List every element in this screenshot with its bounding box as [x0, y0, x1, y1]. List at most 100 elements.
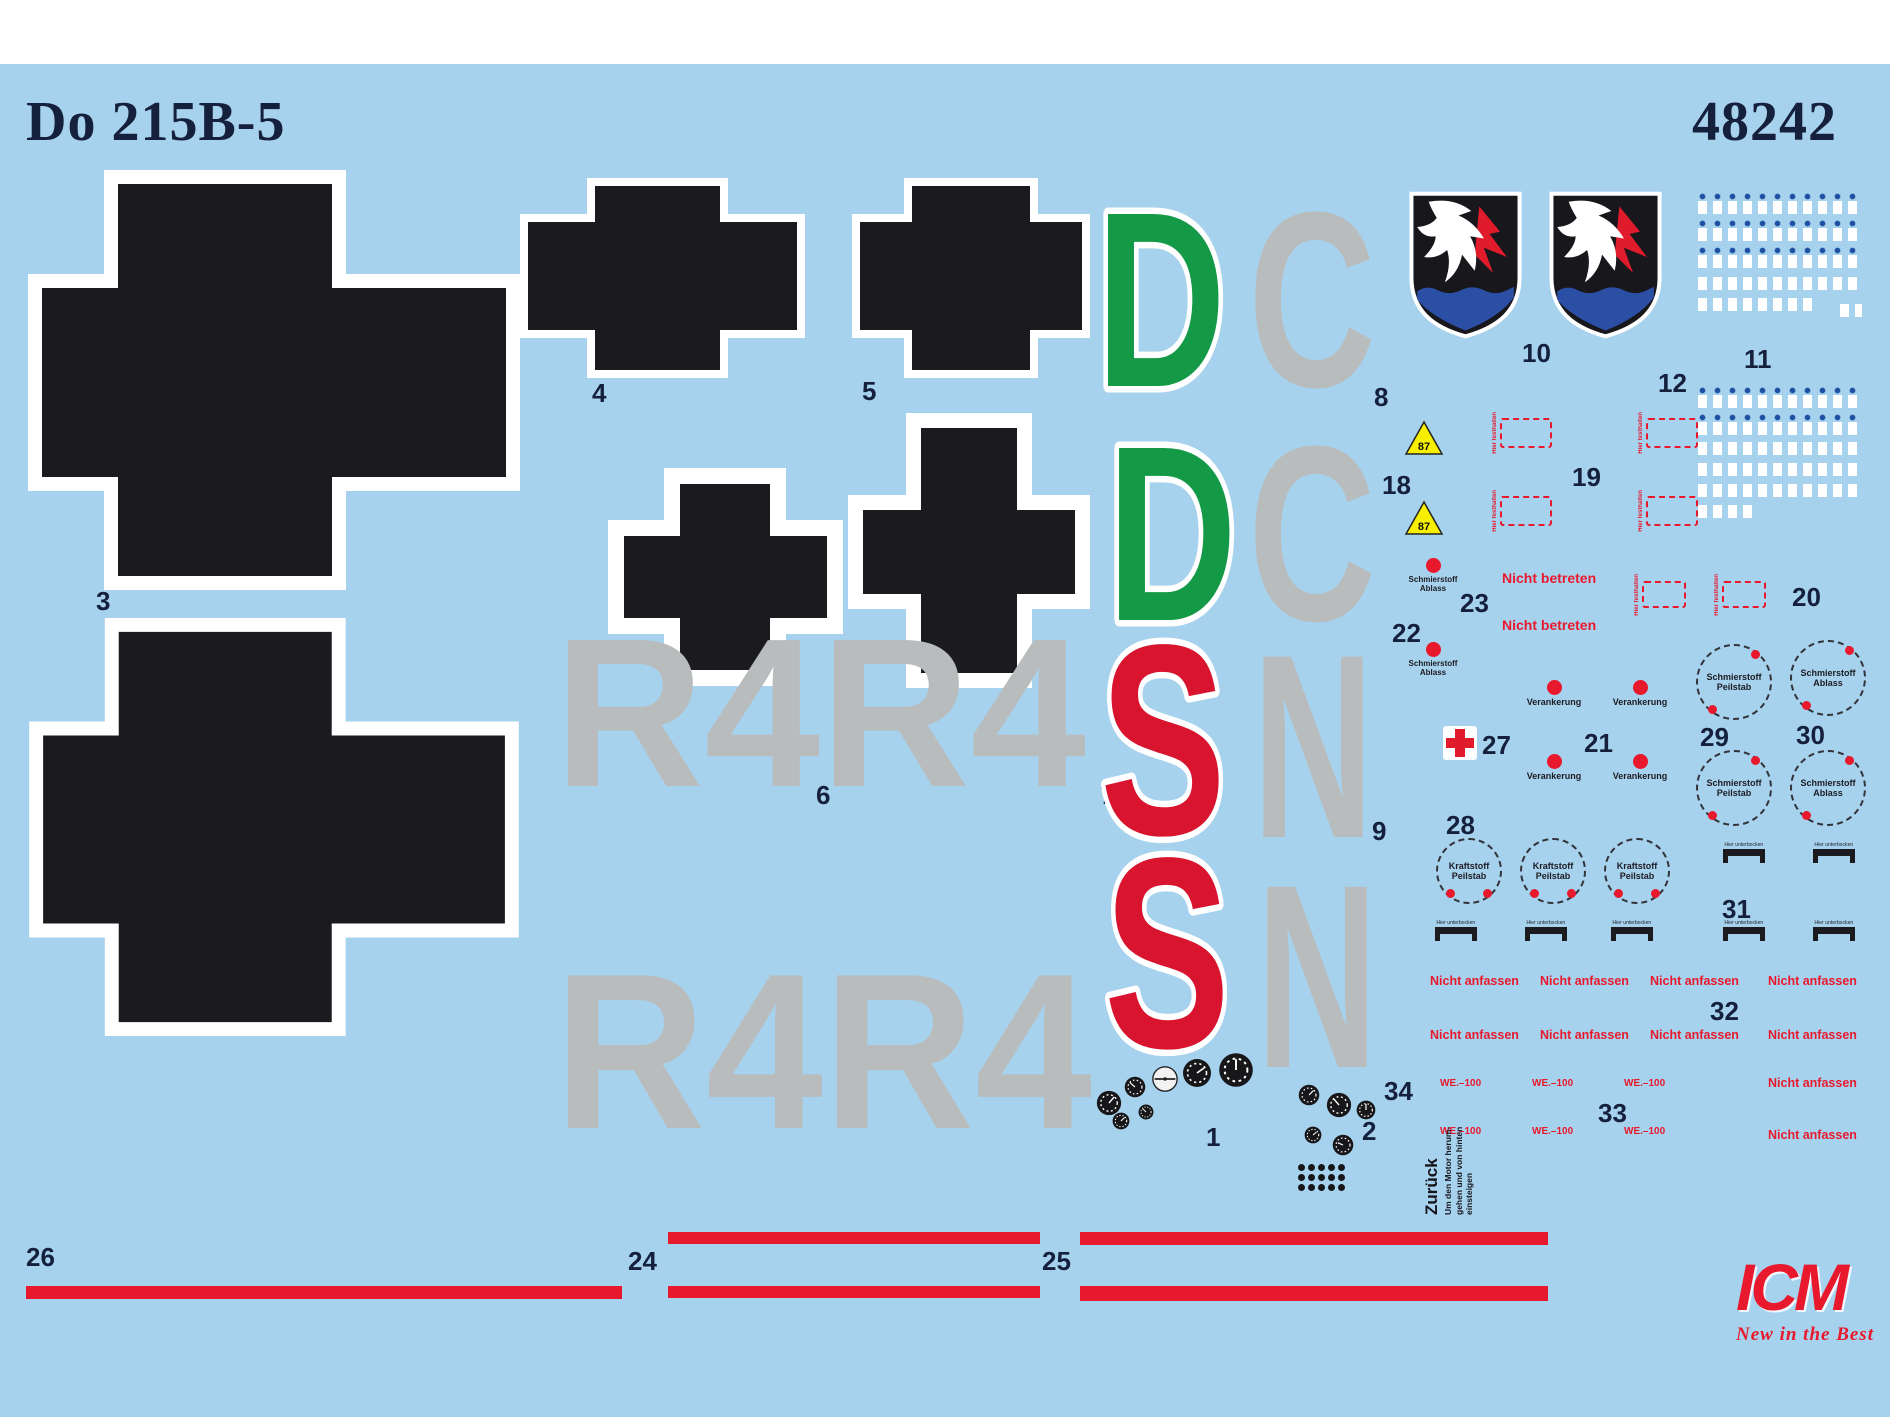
- nicht-betreten-stencil: Nicht betreten: [1502, 617, 1597, 633]
- instrument-dial-icon: [1304, 1126, 1322, 1144]
- red-stripe-25a: [1080, 1232, 1548, 1245]
- part-number-27: 27: [1482, 730, 1511, 760]
- part-number-22: 22: [1392, 618, 1421, 648]
- kraftstoff-peilstab-circle: Kraftstoff Peilstab: [1520, 838, 1586, 904]
- warning-triangle-87-bottom: 87: [1404, 500, 1444, 535]
- nicht-anfassen-stencil: Nicht anfassen: [1768, 1028, 1857, 1042]
- festhalten-decal: Hier festhalten: [1492, 490, 1552, 532]
- code-letter-s2: S: [1098, 845, 1237, 1067]
- red-stripe-24a: [668, 1232, 1040, 1244]
- balkenkreuz-underwing-right: [848, 413, 1090, 688]
- code-letter-s1: S: [1094, 632, 1233, 854]
- nicht-anfassen-stencil: Nicht anfassen: [1768, 1128, 1857, 1142]
- kraftstoff-peilstab-circle: Kraftstoff Peilstab: [1436, 838, 1502, 904]
- part-number-19: 19: [1572, 462, 1601, 492]
- code-r4r4-row1: R4R4: [554, 628, 1086, 803]
- instrument-dial-icon: [1096, 1090, 1122, 1116]
- red-dot: [1546, 754, 1562, 769]
- verankerung-decal: Verankerung: [1606, 754, 1674, 781]
- svg-text:S: S: [1100, 632, 1226, 854]
- part-number-10: 10: [1522, 338, 1551, 368]
- eagle-emblem-right: [1549, 191, 1662, 339]
- zurueck-stencil: Zurück Um den Motor herum- gehen und von…: [1422, 1126, 1475, 1215]
- dashed-rect: [1722, 581, 1766, 609]
- part-number-18: 18: [1382, 470, 1411, 500]
- we100-stencil: WE.–100: [1624, 1126, 1666, 1137]
- code-letter-d2: D: [1101, 430, 1244, 642]
- balkenkreuz-underwing-left: [608, 468, 843, 686]
- unterbocken-bracket: Hier unterbocken: [1608, 920, 1656, 941]
- code-r4r4-row2: R4R4: [554, 962, 1092, 1147]
- balkenkreuz-large-bottom: [29, 618, 519, 1036]
- icm-logo-text: ICM: [1736, 1250, 1849, 1324]
- part-number-2: 2: [1362, 1116, 1377, 1146]
- nicht-anfassen-stencil: Nicht anfassen: [1430, 1028, 1519, 1042]
- red-dot: [1632, 680, 1648, 695]
- red-stripe-25b: [1080, 1286, 1548, 1301]
- svg-text:87: 87: [1418, 521, 1430, 533]
- artificial-horizon-dial-icon: [1152, 1066, 1178, 1092]
- first-aid-cross: [1443, 726, 1477, 760]
- warning-triangle-87-top: 87: [1404, 420, 1444, 455]
- red-stripe-24b: [668, 1286, 1040, 1298]
- dashed-rect: [1500, 417, 1552, 448]
- small-dot-decals: [1296, 1162, 1356, 1192]
- part-number-3: 3: [96, 586, 111, 616]
- instrument-dial-icon: [1356, 1100, 1376, 1120]
- verankerung-decal: Verankerung: [1520, 680, 1588, 707]
- svg-text:D: D: [1096, 196, 1226, 408]
- unterbocken-bracket: Hier unterbocken: [1810, 842, 1858, 863]
- svg-text:S: S: [1104, 845, 1230, 1067]
- svg-text:R4R4: R4R4: [554, 628, 1086, 803]
- balkenkreuz-medium-5: [852, 178, 1090, 378]
- schmierstoff-ablass-circle: Schmierstoff Ablass: [1790, 750, 1866, 826]
- svg-text:R4R4: R4R4: [554, 962, 1092, 1147]
- walkway-strip-group-11: [1698, 192, 1863, 337]
- part-number-33: 33: [1598, 1098, 1627, 1128]
- nicht-anfassen-stencil: Nicht anfassen: [1768, 974, 1857, 988]
- eagle-emblem-left: [1409, 191, 1522, 339]
- we100-stencil: WE.–100: [1440, 1078, 1482, 1089]
- part-number-12: 12: [1658, 368, 1687, 398]
- part-number-11: 11: [1744, 344, 1772, 374]
- part-number-34: 34: [1384, 1076, 1413, 1106]
- part-number-23: 23: [1460, 588, 1489, 618]
- instrument-dial-icon: [1219, 1053, 1253, 1087]
- part-number-31: 31: [1722, 894, 1751, 924]
- instrument-dial-icon: [1183, 1059, 1211, 1087]
- balkenkreuz-medium-4: [520, 178, 805, 378]
- verankerung-decal: Verankerung: [1520, 754, 1588, 781]
- festhalten-decal: Hier festhalten: [1714, 574, 1766, 616]
- part-number-26: 26: [26, 1242, 55, 1272]
- walkway-strip-group-12: [1698, 386, 1863, 531]
- we100-stencil: WE.–100: [1624, 1078, 1666, 1089]
- instrument-dial-icon: [1112, 1112, 1130, 1130]
- nicht-anfassen-stencil: Nicht anfassen: [1430, 974, 1519, 988]
- nicht-betreten-stencil: Nicht betreten: [1502, 570, 1597, 586]
- red-dot: [1425, 558, 1441, 573]
- festhalten-decal: Hier festhalten: [1492, 412, 1552, 454]
- unterbocken-bracket: Hier unterbocken: [1432, 920, 1480, 941]
- unterbocken-bracket: Hier unterbocken: [1720, 842, 1768, 863]
- we100-stencil: WE.–100: [1532, 1078, 1574, 1089]
- part-number-1: 1: [1206, 1122, 1221, 1152]
- instrument-dial-icon: [1326, 1092, 1352, 1118]
- part-number-7: 7: [1100, 780, 1115, 810]
- part-number-9: 9: [1372, 816, 1387, 846]
- instrument-dial-icon: [1138, 1104, 1154, 1120]
- part-number-21: 21: [1584, 728, 1613, 758]
- sheet-title: Do 215B-5: [26, 91, 286, 153]
- icm-logo: ICM New in the Best: [1736, 1254, 1874, 1346]
- part-number-6: 6: [816, 780, 831, 810]
- schmierstoff-ablass-circle: Schmierstoff Ablass: [1790, 640, 1866, 716]
- svg-text:N: N: [1252, 642, 1374, 857]
- svg-text:N: N: [1256, 872, 1378, 1087]
- red-dot: [1425, 642, 1441, 657]
- dashed-rect: [1646, 417, 1698, 448]
- red-dot: [1632, 754, 1648, 769]
- unterbocken-bracket: Hier unterbocken: [1810, 920, 1858, 941]
- part-number-8: 8: [1374, 382, 1389, 412]
- nicht-anfassen-stencil: Nicht anfassen: [1540, 974, 1629, 988]
- instrument-dial-icon: [1332, 1134, 1354, 1156]
